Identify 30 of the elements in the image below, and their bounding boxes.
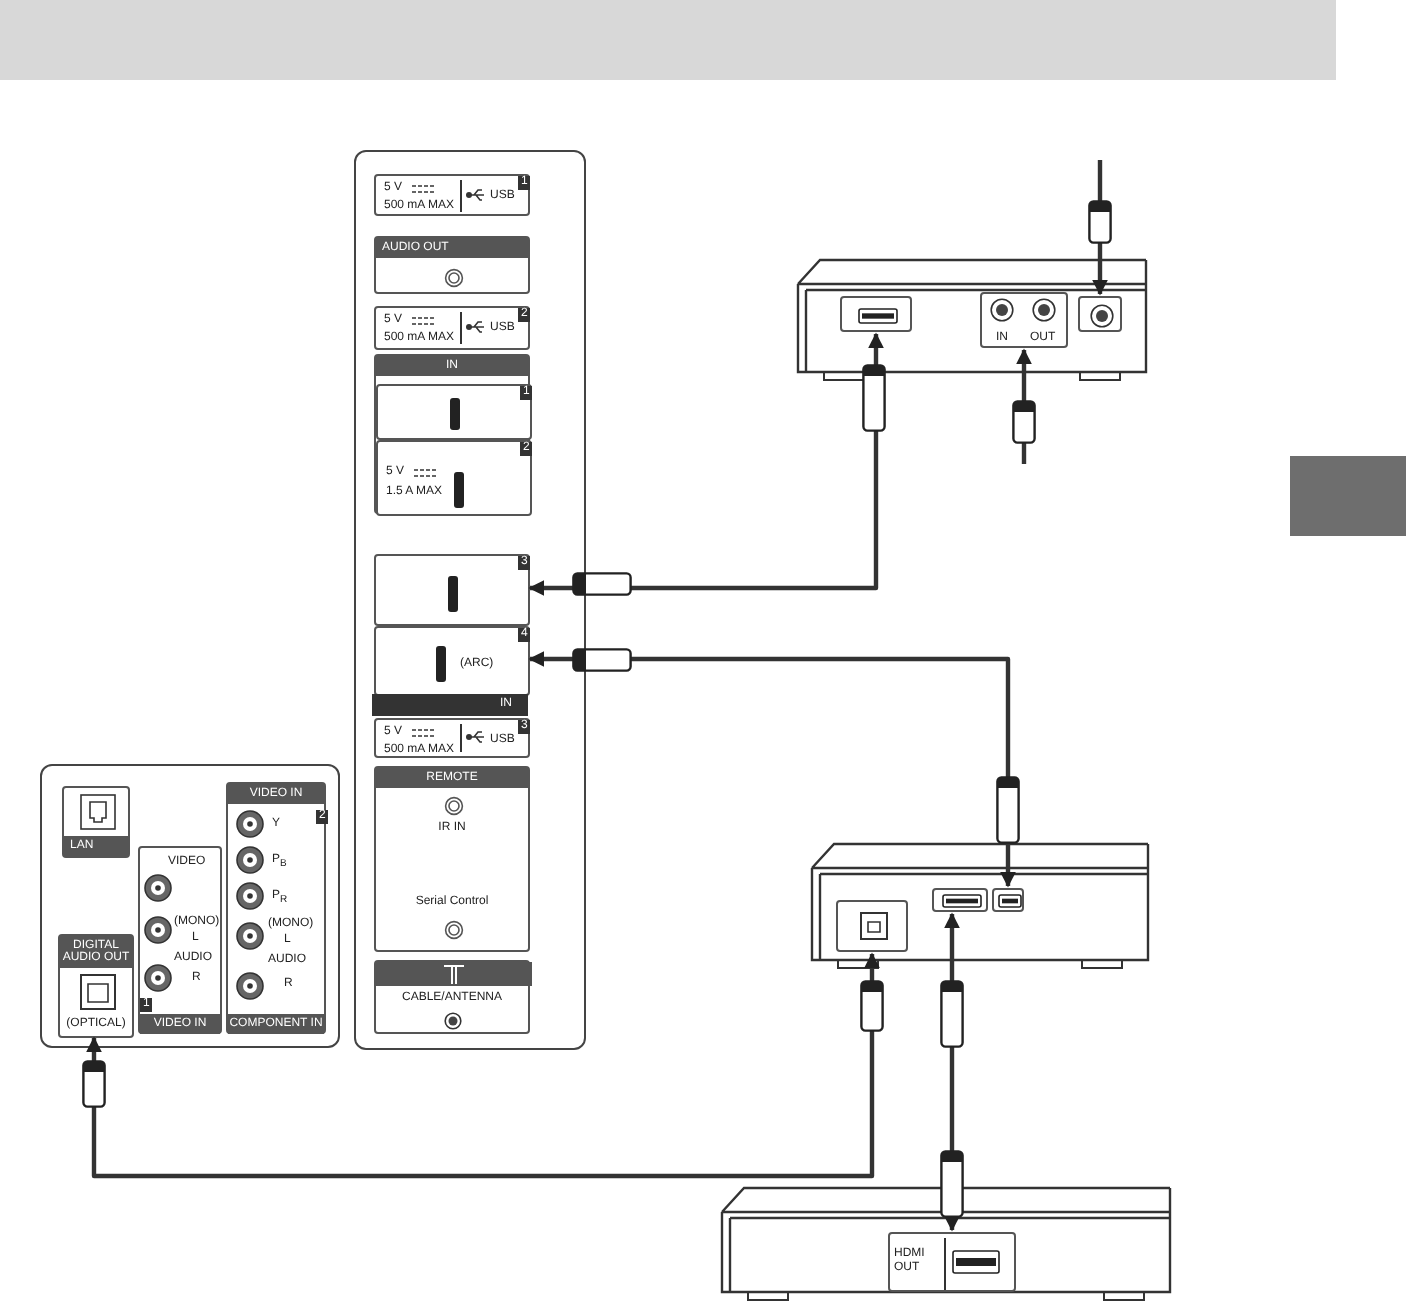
cable-arrow (1016, 348, 1032, 464)
coax-port-panel (980, 292, 1068, 348)
video-input-panel (138, 846, 222, 1034)
device-box (796, 256, 1148, 384)
usb-port-panel (374, 174, 530, 216)
side-connector-panel (354, 150, 586, 1050)
remote-port-panel (374, 766, 530, 952)
audio-out-panel (374, 236, 530, 294)
hdmi-port-panel (376, 440, 532, 516)
output-port-panel (888, 1232, 1016, 1292)
hdmi-port-panel (376, 384, 532, 440)
output-port (992, 888, 1024, 912)
component-input-panel (226, 782, 326, 1034)
input-port (932, 888, 988, 912)
device-box (720, 1184, 1172, 1304)
output-port (840, 296, 912, 332)
usb-port-panel (374, 306, 530, 350)
port-group-panel (374, 354, 530, 514)
hdmi-port-panel (374, 626, 530, 696)
optical-port-panel (58, 934, 134, 1038)
lan-port-panel (62, 786, 130, 858)
cable-arrow (86, 952, 880, 1179)
coax-port (1078, 296, 1122, 332)
antenna-port-panel (374, 960, 530, 1034)
device-box (810, 840, 1150, 972)
cable-arrow (1092, 160, 1108, 296)
usb-port-panel (374, 718, 530, 758)
rear-connector-panel (40, 764, 340, 1048)
optical-port (836, 900, 908, 952)
hdmi-port-panel (374, 554, 530, 626)
